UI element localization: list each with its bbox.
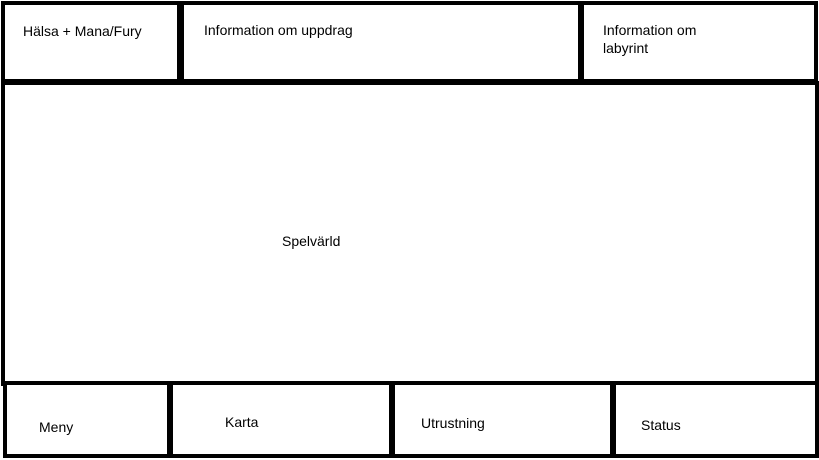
- quest-info-label: Information om uppdrag: [204, 22, 353, 38]
- game-world-panel: Spelvärld: [1, 81, 819, 386]
- maze-info-label: Information om labyrint: [603, 22, 697, 56]
- status-panel[interactable]: Status: [612, 381, 819, 458]
- menu-panel[interactable]: Meny: [3, 381, 171, 458]
- maze-info-panel: Information om labyrint: [580, 1, 818, 83]
- menu-label: Meny: [39, 419, 74, 435]
- map-label: Karta: [225, 414, 259, 430]
- game-world-label: Spelvärld: [282, 233, 341, 249]
- health-mana-panel: Hälsa + Mana/Fury: [1, 1, 181, 83]
- map-panel[interactable]: Karta: [169, 381, 393, 458]
- quest-info-panel: Information om uppdrag: [180, 1, 582, 83]
- status-label: Status: [641, 417, 681, 433]
- equipment-panel[interactable]: Utrustning: [391, 381, 614, 458]
- health-mana-label: Hälsa + Mana/Fury: [23, 23, 142, 39]
- equipment-label: Utrustning: [421, 415, 485, 431]
